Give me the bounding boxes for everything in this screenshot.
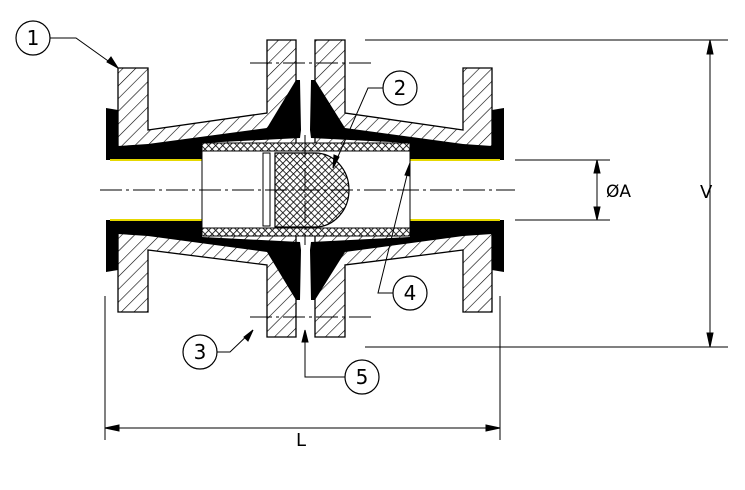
callouts	[15, 20, 428, 395]
callout-2: 2	[394, 76, 407, 100]
callout-1: 1	[27, 26, 40, 50]
dimension-lines	[104, 39, 728, 440]
callout-leaders	[50, 37, 411, 378]
dim-bore-label: ØA	[606, 182, 631, 202]
callout-4: 4	[404, 281, 417, 305]
centerlines	[100, 62, 515, 318]
callout-3: 3	[194, 340, 207, 364]
liner-edge	[110, 159, 500, 221]
dim-length-label: L	[296, 430, 306, 451]
rubber-liner	[106, 80, 504, 300]
dim-height-label: V	[700, 182, 713, 203]
callout-5: 5	[356, 365, 369, 389]
